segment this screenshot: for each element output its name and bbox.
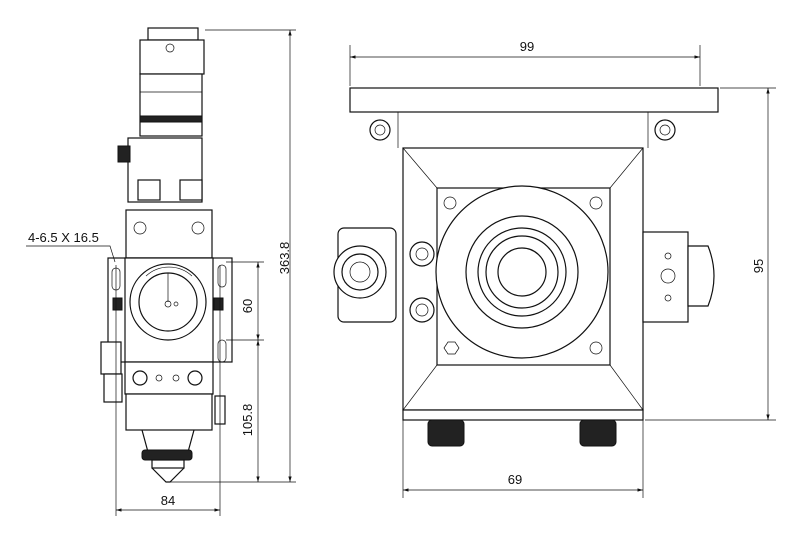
slot-callout: 4-6.5 X 16.5	[28, 230, 99, 245]
dim-top-width: 99	[520, 39, 534, 54]
dim-slot-spacing: 60	[240, 299, 255, 313]
side-view	[100, 27, 233, 483]
dim-total-height: 363.8	[277, 242, 292, 275]
dim-lower-height: 105.8	[240, 404, 255, 437]
dim-width: 84	[161, 493, 175, 508]
front-view	[333, 87, 719, 447]
dim-height: 95	[751, 259, 766, 273]
dim-bottom-width: 69	[508, 472, 522, 487]
side-view-dimensions: 363.8 60 105.8 84 4-6.5 X 16.5	[26, 29, 296, 516]
front-view-dimensions: 99 95 69	[349, 39, 776, 498]
